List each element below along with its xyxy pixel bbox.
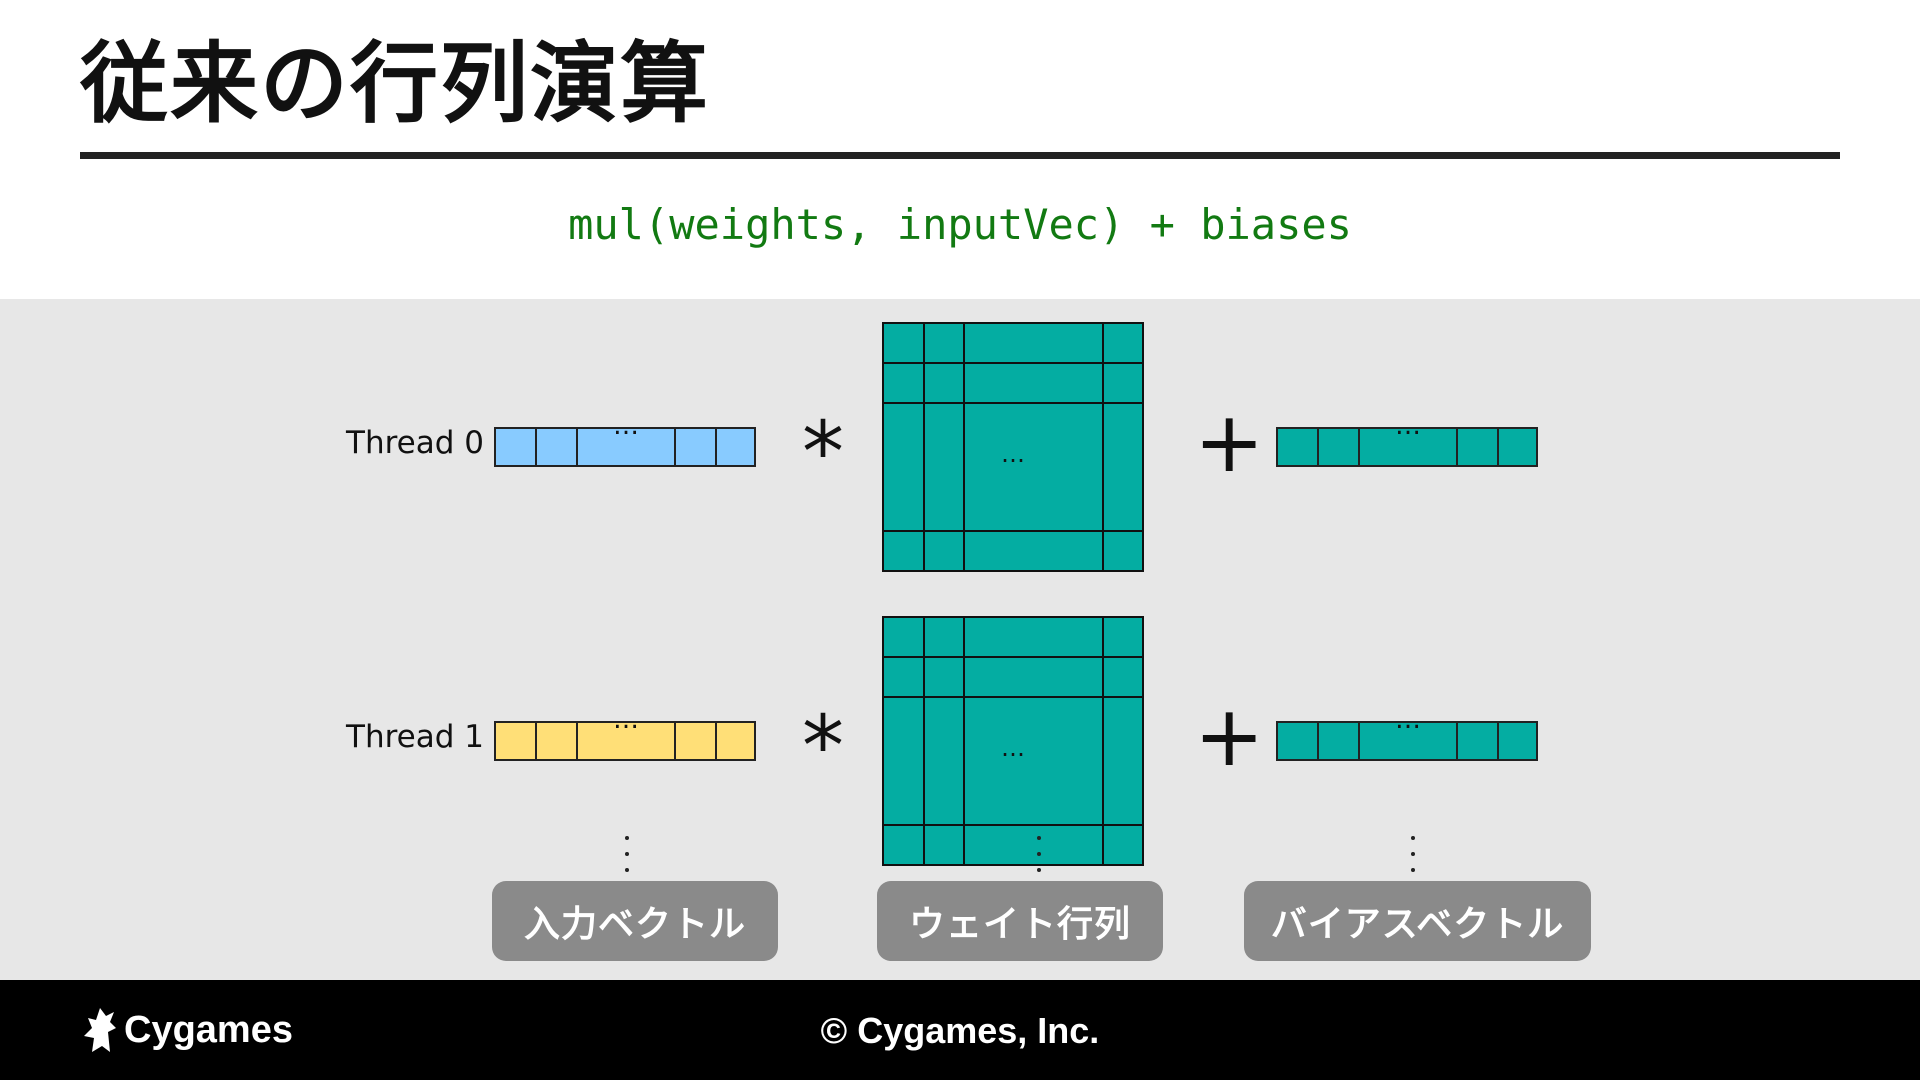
ellipsis: … bbox=[1395, 411, 1421, 441]
input-vector-thread-1: … bbox=[494, 707, 756, 761]
title-divider bbox=[80, 152, 1840, 159]
weight-matrix-thread-0: … bbox=[882, 322, 1144, 572]
cygames-logo: Cygames bbox=[80, 1004, 293, 1056]
thread-0-label: Thread 0 bbox=[346, 425, 484, 461]
vertical-ellipsis-input bbox=[623, 836, 631, 872]
footer-bar: Cygames © Cygames, Inc. bbox=[0, 980, 1920, 1080]
slide-title: 従来の行列演算 bbox=[80, 32, 711, 135]
thread-1-label: Thread 1 bbox=[346, 719, 484, 755]
weight-matrix-label: ウェイト行列 bbox=[877, 881, 1163, 961]
ellipsis: … bbox=[613, 705, 639, 735]
input-vector-thread-0: … bbox=[494, 413, 756, 467]
bias-vector-thread-0: … bbox=[1276, 413, 1538, 467]
add-operator: + bbox=[1194, 687, 1265, 785]
input-vector-label: 入力ベクトル bbox=[492, 881, 778, 961]
bias-vector-label: バイアスベクトル bbox=[1244, 881, 1591, 961]
bias-vector-thread-1: … bbox=[1276, 707, 1538, 761]
multiply-operator: * bbox=[802, 403, 844, 501]
copyright-text: © Cygames, Inc. bbox=[820, 1010, 1100, 1051]
vertical-ellipsis-matrix bbox=[1035, 836, 1043, 872]
vertical-ellipsis-bias bbox=[1409, 836, 1417, 872]
ellipsis: … bbox=[1395, 705, 1421, 735]
ellipsis: … bbox=[1001, 440, 1025, 468]
ellipsis: … bbox=[613, 411, 639, 441]
add-operator: + bbox=[1194, 393, 1265, 491]
weight-matrix-thread-1: … bbox=[882, 616, 1144, 866]
logo-text: Cygames bbox=[124, 1008, 293, 1051]
formula-code: mul(weights, inputVec) + biases bbox=[568, 200, 1352, 249]
ellipsis: … bbox=[1001, 734, 1025, 762]
multiply-operator: * bbox=[802, 697, 844, 795]
cygames-logo-icon bbox=[84, 1008, 116, 1052]
